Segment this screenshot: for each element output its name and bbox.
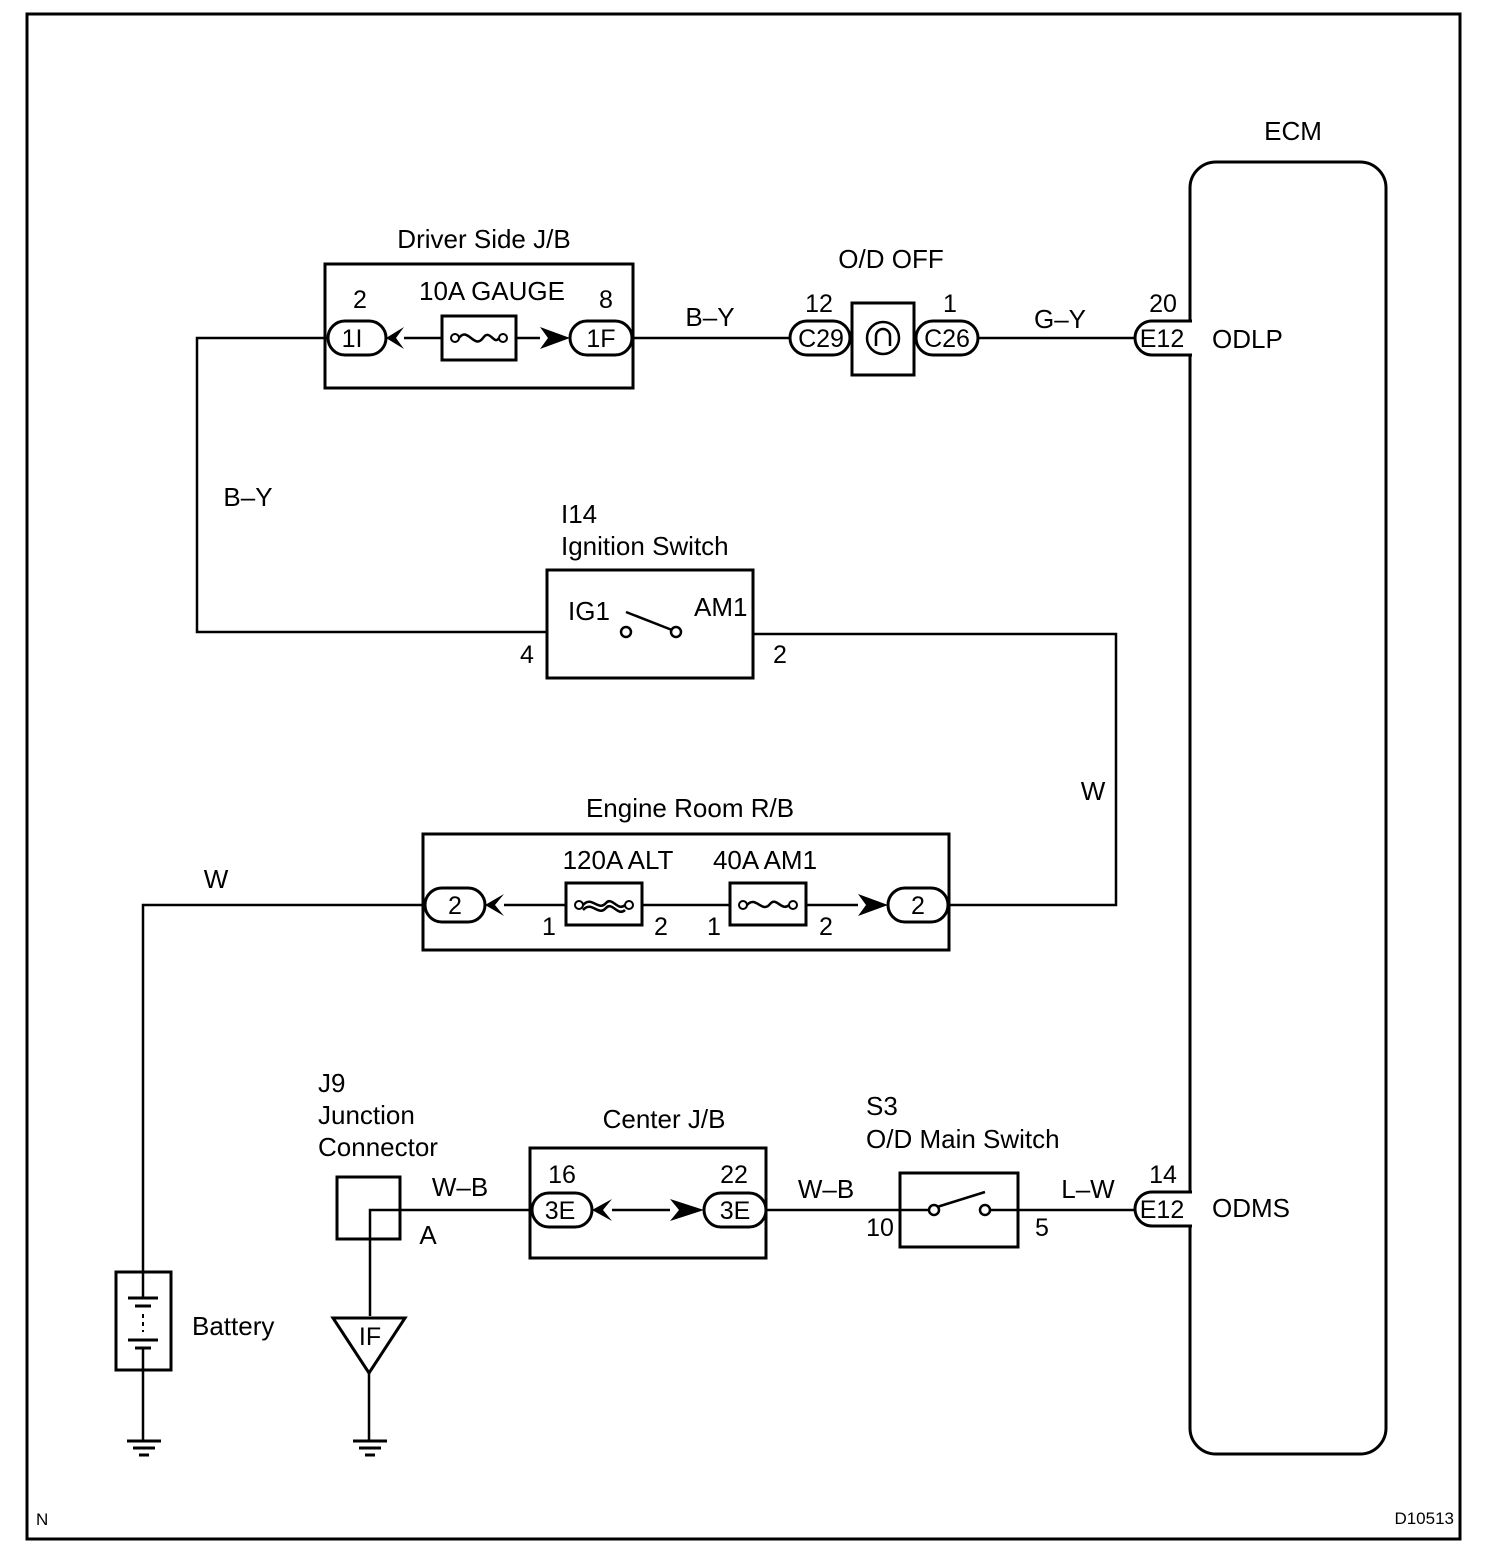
engine-rb-fuse2-terminal-right: [788, 900, 798, 910]
wire-w-left-label: W: [204, 864, 229, 894]
engine-rb-left-terminal-arrow: [485, 894, 504, 916]
junction-connector-box: [335, 1175, 402, 1241]
wire-b-y-left: [195, 336, 548, 634]
ecm-odlp-connector-label: E12: [1140, 325, 1184, 353]
engine-rb-fuse1-pin-right: 2: [654, 913, 668, 941]
ecm-odlp-pin: 20: [1149, 290, 1177, 318]
corner-code-left: N: [36, 1510, 48, 1529]
od-off-indicator-lamp: [865, 320, 901, 356]
wire-b-y-left-label: B–Y: [223, 482, 272, 512]
od-off-right-pin: 1: [943, 290, 957, 318]
engine-rb-right-connector: [886, 886, 950, 924]
wire-l-w-label: L–W: [1061, 1174, 1115, 1204]
driver-jb-right-connector-label: 1F: [586, 325, 615, 353]
ignition-right-pin: 2: [773, 641, 787, 669]
ground-point-if-label: IF: [359, 1323, 381, 1351]
engine-rb-box: [421, 832, 951, 952]
ecm-title: ECM: [1264, 116, 1322, 146]
od-main-contact-left: [927, 1203, 941, 1217]
engine-rb-fuse2-element: [746, 900, 790, 909]
wire-w-right-label: W: [1081, 776, 1106, 806]
od-off-left-connector-label: C29: [798, 325, 844, 353]
center-jb-left-terminal-arrow: [592, 1199, 612, 1221]
od-off-title: O/D OFF: [838, 244, 943, 274]
engine-rb-fuse2-pin-right: 2: [819, 913, 833, 941]
driver-jb-left-connector-label: 1I: [342, 325, 363, 353]
od-main-title: O/D Main Switch: [866, 1124, 1060, 1154]
ignition-left-pin: 4: [520, 641, 534, 669]
od-main-left-pin: 10: [866, 1214, 894, 1242]
od-main-right-pin: 5: [1035, 1214, 1049, 1242]
ecm-odms-signal: ODMS: [1212, 1193, 1290, 1223]
ignition-switch-blade: [625, 610, 673, 632]
ignition-title: Ignition Switch: [561, 531, 729, 561]
driver-jb-right-terminal-arrow: [540, 327, 570, 349]
ignition-code: I14: [561, 499, 597, 529]
engine-rb-title: Engine Room R/B: [586, 793, 794, 823]
page-frame: [25, 12, 1462, 1541]
corner-code-right: D10513: [1394, 1509, 1454, 1528]
center-jb-title: Center J/B: [603, 1104, 726, 1134]
driver-jb-fuse-element: [458, 333, 501, 343]
wire-b-y-top-label: B–Y: [685, 302, 734, 332]
center-jb-right-terminal-arrow: [670, 1199, 704, 1221]
ecm-odms-pin: 14: [1149, 1161, 1177, 1189]
junction-line1: Junction: [318, 1100, 415, 1130]
junction-code: J9: [318, 1068, 345, 1098]
wire-w-left: [141, 903, 425, 1272]
engine-rb-fuse2-terminal-left: [738, 900, 748, 910]
od-off-right-connector-label: C26: [924, 325, 970, 353]
engine-rb-fuse1-terminal-right: [624, 900, 634, 910]
engine-rb-right-connector-label: 2: [911, 892, 925, 920]
center-jb-right-connector-label: 3E: [720, 1197, 751, 1225]
od-main-switch-blade: [936, 1190, 986, 1209]
od-main-contact-right: [978, 1203, 992, 1217]
battery-label: Battery: [192, 1311, 274, 1341]
od-main-code: S3: [866, 1091, 898, 1121]
wire-w-b-left-label: W–B: [432, 1172, 488, 1202]
ignition-contact-right: [669, 625, 683, 639]
wire-w-b-right-label: W–B: [798, 1174, 854, 1204]
driver-jb-title: Driver Side J/B: [397, 224, 570, 254]
ignition-contact-left: [619, 625, 633, 639]
driver-jb-fuse-terminal-left: [450, 333, 460, 343]
driver-jb-fuse-terminal-right: [498, 333, 508, 343]
engine-rb-fuse1-terminal-left: [574, 900, 584, 910]
center-jb-right-pin: 22: [720, 1161, 748, 1189]
engine-rb-left-connector-label: 2: [448, 892, 462, 920]
od-off-box: [850, 301, 916, 377]
engine-rb-fuse1-pin-left: 1: [542, 913, 556, 941]
ignition-right-terminal: AM1: [694, 592, 747, 622]
driver-jb-left-terminal-arrow: [386, 327, 404, 349]
driver-jb-box: [323, 262, 635, 390]
od-off-left-pin: 12: [805, 290, 833, 318]
battery-ground-icon: [127, 1439, 161, 1457]
center-jb-left-connector-label: 3E: [545, 1197, 576, 1225]
engine-rb-fuse2-label: 40A AM1: [713, 845, 817, 875]
junction-line2: Connector: [318, 1132, 438, 1162]
ground-point-if-icon: [330, 1316, 408, 1376]
od-off-lamp-filament: [874, 327, 892, 346]
ignition-switch-box: [545, 568, 755, 680]
driver-jb-fuse-label: 10A GAUGE: [419, 276, 565, 306]
wire-w-b-left: [368, 1208, 530, 1316]
wire-g-y-label: G–Y: [1034, 304, 1086, 334]
center-jb-left-pin: 16: [548, 1161, 576, 1189]
engine-rb-fuse1-element-2: [582, 905, 626, 913]
engine-rb-right-terminal-arrow: [858, 894, 888, 916]
ecm-box: [1188, 160, 1388, 1456]
driver-jb-right-pin: 8: [599, 286, 613, 314]
junction-terminal: A: [419, 1220, 437, 1250]
if-ground-icon: [353, 1439, 387, 1457]
wire-w-right: [753, 632, 1118, 907]
engine-rb-fuse1-element: [582, 900, 626, 908]
ignition-left-terminal: IG1: [568, 596, 610, 626]
ecm-odlp-signal: ODLP: [1212, 324, 1283, 354]
driver-jb-left-pin: 2: [353, 286, 367, 314]
engine-rb-fuse2-pin-left: 1: [707, 913, 721, 941]
engine-rb-fuse1-label: 120A ALT: [563, 845, 674, 875]
ecm-odms-connector-label: E12: [1140, 1196, 1184, 1224]
